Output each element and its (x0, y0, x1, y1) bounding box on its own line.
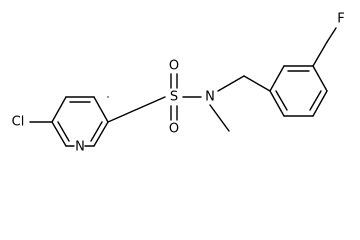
bond-c5-c6 (93, 121, 109, 147)
bond-ar3-f (312, 41, 328, 67)
bond-ar6-ar1 (269, 90, 285, 117)
double-bond-c2-n1 (57, 121, 70, 142)
atom-label-oxygen-bottom: O (169, 122, 179, 137)
bond-n-ch2 (217, 75, 245, 92)
bond-n-methyl (209, 104, 230, 132)
bond-c2-c3 (51, 96, 67, 123)
atom-label-oxygen-top: O (169, 59, 179, 74)
bond-ch2-ring (243, 75, 271, 92)
atom-label-amide-nitrogen: N (205, 90, 215, 105)
atom-label-fluorine: F (337, 12, 344, 27)
sulfonyl-group (170, 73, 202, 121)
bond-ring-s (107, 96, 166, 123)
double-bond-ar4-ar5 (309, 90, 322, 111)
bond-c2-n1 (51, 121, 67, 147)
double-bond-c5-c6 (90, 121, 103, 142)
atom-label-chlorine: Cl (12, 115, 25, 130)
chemical-structure: Cl N S O O N F (12, 12, 345, 155)
pyridine-ring (51, 96, 109, 147)
atom-label-ring-nitrogen: N (75, 140, 85, 155)
atom-label-sulfur: S (170, 90, 178, 105)
bond-f-stub (326, 27, 337, 43)
fluorophenyl-ring (269, 65, 328, 117)
bond-ar4-ar5 (312, 90, 328, 117)
double-bond-ar6-ar1 (275, 90, 288, 111)
bond-ar3-ar4 (312, 65, 328, 92)
bond-ar1-ar2 (269, 65, 285, 92)
bond-c4-c5 (93, 96, 109, 123)
